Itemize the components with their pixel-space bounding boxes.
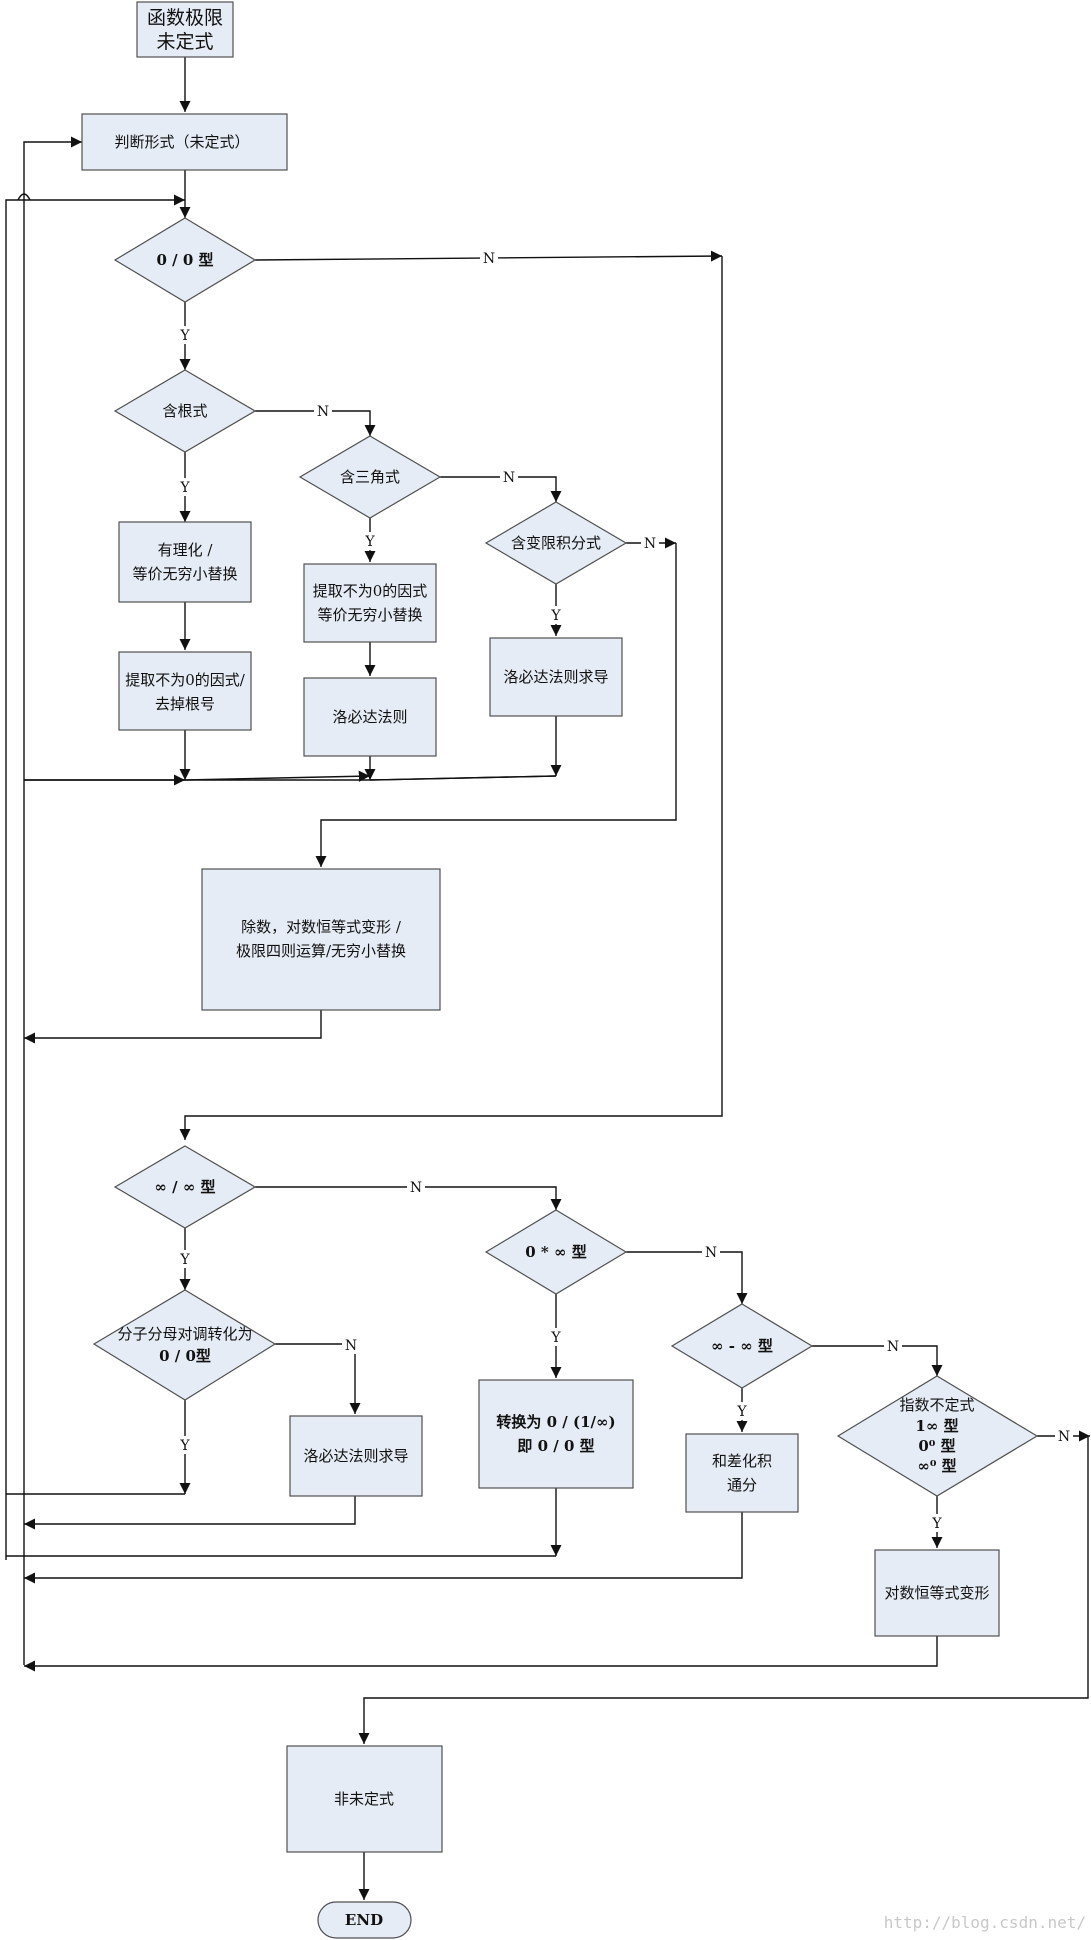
node-zero-zero bbox=[113, 217, 257, 303]
edge-infinf-no bbox=[255, 1186, 562, 1210]
label-rationalize-2: 等价无穷小替换 bbox=[132, 565, 237, 583]
node-convert bbox=[478, 1379, 634, 1489]
label-transform-2: 极限四则运算/无穷小替换 bbox=[236, 942, 406, 960]
node-num-den bbox=[92, 1289, 277, 1401]
label-start-2: 未定式 bbox=[156, 31, 213, 53]
yes-label-trig: Y bbox=[364, 534, 375, 550]
yes-label-infminus: Y bbox=[736, 1404, 747, 1420]
no-label-infminus: N bbox=[887, 1339, 899, 1355]
label-exp-indet-1: 指数不定式 bbox=[899, 1396, 974, 1414]
branch-labels: N Y N Y N Y N Y N Y N Y N Y N Y N bbox=[176, 248, 1073, 1532]
edge-trig-no bbox=[440, 476, 562, 502]
label-has-trig: 含三角式 bbox=[340, 468, 400, 486]
node-has-integral bbox=[484, 501, 628, 585]
node-rationalize bbox=[118, 521, 252, 603]
label-zero-inf: 0 * ∞ 型 bbox=[525, 1243, 586, 1261]
node-inf-inf bbox=[113, 1145, 257, 1229]
node-end bbox=[317, 1901, 412, 1939]
label-exp-indet-3: 0⁰ 型 bbox=[918, 1437, 955, 1455]
label-extract-root-2: 去掉根号 bbox=[155, 695, 215, 713]
node-extract-root bbox=[118, 651, 252, 731]
label-convert-2: 即 0 / 0 型 bbox=[517, 1437, 594, 1455]
node-zero-inf bbox=[484, 1209, 628, 1295]
label-start-1: 函数极限 bbox=[147, 7, 223, 29]
label-inf-minus-inf: ∞ - ∞ 型 bbox=[711, 1337, 773, 1355]
label-lhopital-inf: 洛必达法则求导 bbox=[303, 1447, 408, 1465]
return-column-judge bbox=[23, 136, 82, 1665]
label-extract-trig-2: 等价无穷小替换 bbox=[317, 606, 422, 624]
yes-label-exp: Y bbox=[931, 1516, 942, 1532]
label-sum-diff-2: 通分 bbox=[727, 1476, 757, 1494]
yes-label-zerozero: Y bbox=[179, 328, 190, 344]
yes-label-integral: Y bbox=[550, 608, 561, 624]
node-lhopital-inf bbox=[289, 1415, 423, 1497]
node-lhopital-integral bbox=[489, 637, 623, 717]
node-start bbox=[136, 1, 234, 58]
node-lhopital-trig bbox=[303, 677, 437, 757]
edge-root-no bbox=[255, 410, 376, 436]
label-zero-zero: 0 / 0 型 bbox=[156, 251, 213, 269]
label-rationalize-1: 有理化 / bbox=[158, 541, 214, 559]
hop-1 bbox=[17, 193, 31, 201]
return-column-outer bbox=[5, 194, 185, 1560]
no-label-infinf: N bbox=[410, 1180, 422, 1196]
edge-trunk-to-infinf bbox=[179, 256, 723, 1140]
label-exp-indet-2: 1∞ 型 bbox=[915, 1417, 958, 1435]
label-end: END bbox=[345, 1911, 383, 1929]
no-label-trig: N bbox=[503, 470, 515, 486]
label-convert-1: 转换为 0 / (1/∞) bbox=[496, 1413, 615, 1431]
yes-label-infinf: Y bbox=[179, 1252, 190, 1268]
edge-zeroinf-no bbox=[626, 1251, 748, 1304]
node-sum-diff bbox=[685, 1433, 799, 1513]
yes-label-zeroinf: Y bbox=[550, 1330, 561, 1346]
label-extract-trig-1: 提取不为0的因式 bbox=[313, 582, 428, 600]
watermark: http://blog.csdn.net/ bbox=[884, 1913, 1086, 1932]
no-label-numden: N bbox=[345, 1338, 357, 1354]
label-inf-inf: ∞ / ∞ 型 bbox=[154, 1178, 215, 1196]
edge-sumdiff-return bbox=[24, 1512, 743, 1584]
label-extract-root-1: 提取不为0的因式/ bbox=[125, 671, 246, 689]
no-label-zerozero: N bbox=[483, 251, 495, 267]
connectors bbox=[5, 55, 1090, 1900]
node-transform bbox=[201, 868, 441, 1011]
node-inf-minus-inf bbox=[670, 1303, 814, 1389]
label-has-root: 含根式 bbox=[162, 402, 207, 420]
edge-exp-no-down bbox=[358, 1436, 1089, 1744]
no-label-exp: N bbox=[1058, 1429, 1070, 1445]
node-log-identity bbox=[874, 1549, 1000, 1637]
yes-label-root: Y bbox=[179, 480, 190, 496]
edge-infminus-no bbox=[812, 1345, 943, 1376]
node-judge bbox=[81, 113, 288, 171]
no-label-integral: N bbox=[644, 536, 656, 552]
label-sum-diff-1: 和差化积 bbox=[712, 1452, 772, 1470]
label-judge: 判断形式（未定式） bbox=[114, 133, 249, 151]
label-not-indet: 非未定式 bbox=[334, 1790, 394, 1808]
return-arrow-2 bbox=[184, 770, 371, 782]
node-not-indet bbox=[286, 1745, 443, 1853]
edge-lhopitalinf-return bbox=[24, 1496, 356, 1530]
label-has-integral: 含变限积分式 bbox=[511, 534, 601, 552]
edge-numden-no bbox=[275, 1343, 361, 1414]
return-arrow-3 bbox=[369, 775, 557, 781]
no-label-root: N bbox=[317, 404, 329, 420]
node-has-root bbox=[113, 369, 257, 453]
label-num-den-1: 分子分母对调转化为 bbox=[117, 1325, 252, 1343]
yes-label-numden: Y bbox=[179, 1438, 190, 1454]
label-exp-indet-4: ∞⁰ 型 bbox=[917, 1457, 956, 1475]
edge-transform-return bbox=[24, 1010, 322, 1044]
label-lhopital-trig: 洛必达法则 bbox=[332, 708, 407, 726]
no-label-zeroinf: N bbox=[705, 1245, 717, 1261]
edge-integral-no-down bbox=[315, 543, 677, 867]
label-num-den-2: 0 / 0型 bbox=[159, 1347, 211, 1365]
node-extract-trig bbox=[303, 563, 437, 643]
node-exp-indet bbox=[836, 1375, 1039, 1497]
label-lhopital-integral: 洛必达法则求导 bbox=[503, 668, 608, 686]
node-has-trig bbox=[298, 435, 442, 519]
label-transform-1: 除数，对数恒等式变形 / bbox=[241, 918, 402, 936]
edge-logid-return bbox=[24, 1636, 938, 1672]
label-log-identity: 对数恒等式变形 bbox=[884, 1584, 989, 1602]
